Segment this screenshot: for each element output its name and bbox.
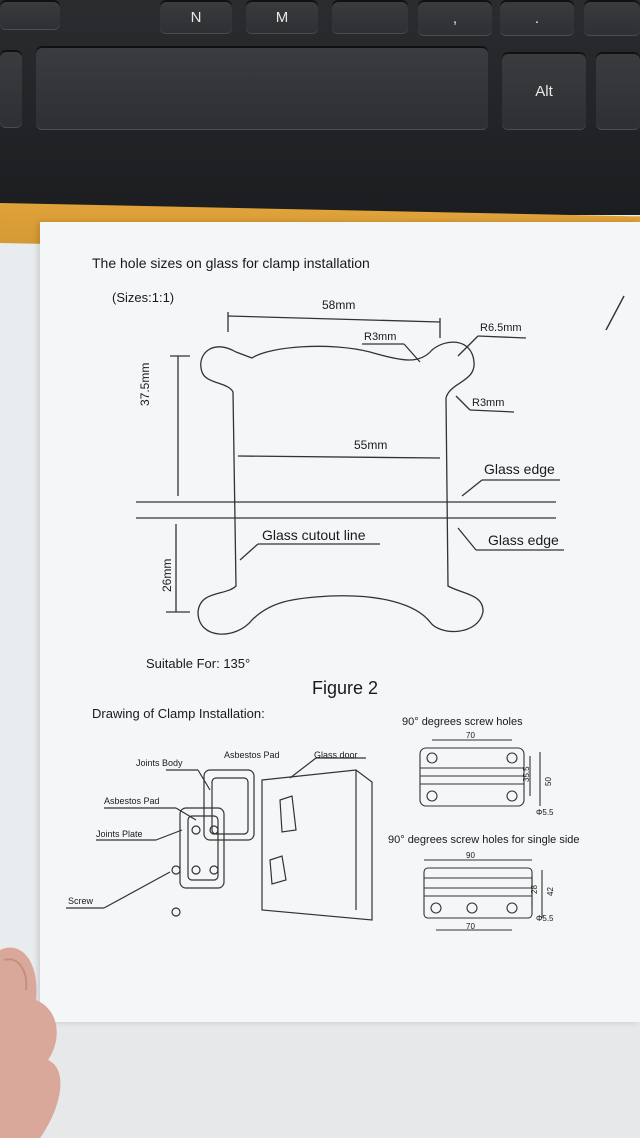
scale-note: (Sizes:1:1)	[112, 290, 175, 305]
figure-label: Figure 2	[312, 678, 379, 698]
key-right	[596, 52, 640, 130]
screw-holes-1-h1: 35.5	[522, 766, 531, 782]
dim-55mm: 55mm	[354, 438, 388, 452]
key-left	[0, 50, 22, 128]
screw-holes-2-width-top: 90	[466, 851, 475, 860]
screw-holes-2-width-bottom: 70	[466, 922, 475, 931]
screw-holes-plate-2	[423, 859, 543, 931]
hand-finger	[0, 947, 61, 1138]
key	[584, 0, 640, 36]
key-period: .	[500, 0, 574, 36]
screw-holes-1-h2: 50	[544, 777, 553, 786]
screw-holes-2-title: 90° degrees screw holes for single side	[388, 834, 580, 846]
pen-mark	[605, 295, 625, 331]
document-title: The hole sizes on glass for clamp instal…	[92, 255, 370, 271]
label-joints-plate: Joints Plate	[96, 829, 143, 839]
spacebar-key	[36, 46, 488, 130]
screw-holes-2-dia: Φ5.5	[536, 914, 554, 923]
keyboard: N M , . Alt	[0, 0, 640, 215]
screw-holes-1-title: 90° degrees screw holes	[402, 716, 523, 728]
key-m2	[332, 0, 408, 34]
dim-26mm: 26mm	[160, 558, 174, 592]
key-comma: ,	[418, 0, 492, 36]
dim-37-5mm: 37.5mm	[138, 362, 152, 406]
label-asbestos-pad: Asbestos Pad	[104, 796, 160, 806]
screw-holes-1-width: 70	[466, 731, 475, 740]
key	[0, 0, 60, 30]
glass-cutout-outline	[197, 341, 484, 635]
dim-58mm: 58mm	[322, 298, 356, 312]
key-n: N	[160, 0, 232, 34]
label-joints-body: Joints Body	[136, 758, 183, 768]
dim-r6-5mm: R6.5mm	[480, 322, 522, 334]
dim-r3mm-top: R3mm	[364, 331, 397, 343]
dim-r3mm-right: R3mm	[472, 397, 505, 409]
key-alt: Alt	[502, 52, 586, 130]
label-asbestos-pad-top: Asbestos Pad	[224, 750, 280, 760]
screw-holes-1-dia: Φ5.5	[536, 808, 554, 817]
label-screw: Screw	[68, 896, 94, 906]
screw-holes-2-h1: 28	[530, 885, 539, 894]
table-surface	[0, 1020, 640, 1138]
label-glass-edge-2: Glass edge	[488, 532, 559, 548]
screw-holes-plate-1	[419, 739, 541, 807]
label-glass-door: Glass door	[314, 750, 358, 760]
key-m: M	[246, 0, 318, 34]
screw-holes-2-h2: 42	[546, 887, 555, 896]
label-glass-edge-1: Glass edge	[484, 461, 555, 477]
drawing-title: Drawing of Clamp Installation:	[92, 706, 265, 721]
label-glass-cutout-line: Glass cutout line	[262, 527, 366, 543]
suitable-for: Suitable For: 135°	[146, 656, 251, 671]
clamp-assembly-drawing	[66, 757, 373, 921]
